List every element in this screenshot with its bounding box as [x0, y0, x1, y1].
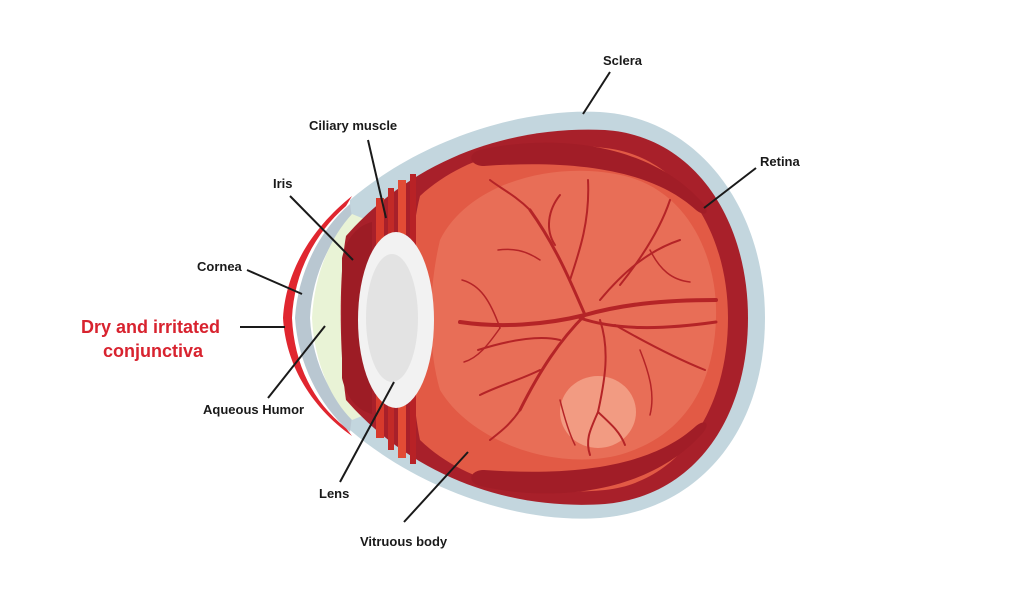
label-ciliary-muscle: Ciliary muscle [309, 118, 397, 133]
leader-lens [339, 381, 395, 483]
label-retina: Retina [760, 154, 801, 169]
label-conjunctiva-line1: Dry and irritated [81, 317, 220, 337]
label-iris: Iris [273, 176, 293, 191]
label-sclera: Sclera [603, 53, 643, 68]
leader-aqueous-humor [267, 325, 326, 399]
label-cornea: Cornea [197, 259, 243, 274]
retina-band-top [471, 142, 707, 214]
label-lens: Lens [319, 486, 349, 501]
label-aqueous-humor: Aqueous Humor [203, 402, 304, 417]
leader-sclera [582, 71, 611, 115]
label-conjunctiva-line2: conjunctiva [103, 341, 204, 361]
conjunctiva-layer [283, 196, 352, 436]
fundus-region [431, 170, 717, 460]
leader-ciliary-muscle [367, 139, 387, 219]
retina-band-bottom [471, 422, 707, 494]
leader-vitreous-body [403, 451, 469, 523]
cornea-layer [295, 204, 352, 432]
blood-vessels [458, 179, 718, 456]
leader-retina [703, 167, 757, 209]
leader-iris [289, 195, 354, 261]
label-vitreous-body: Vitruous body [360, 534, 448, 549]
leader-cornea [246, 269, 303, 295]
lens-highlight [366, 254, 418, 382]
